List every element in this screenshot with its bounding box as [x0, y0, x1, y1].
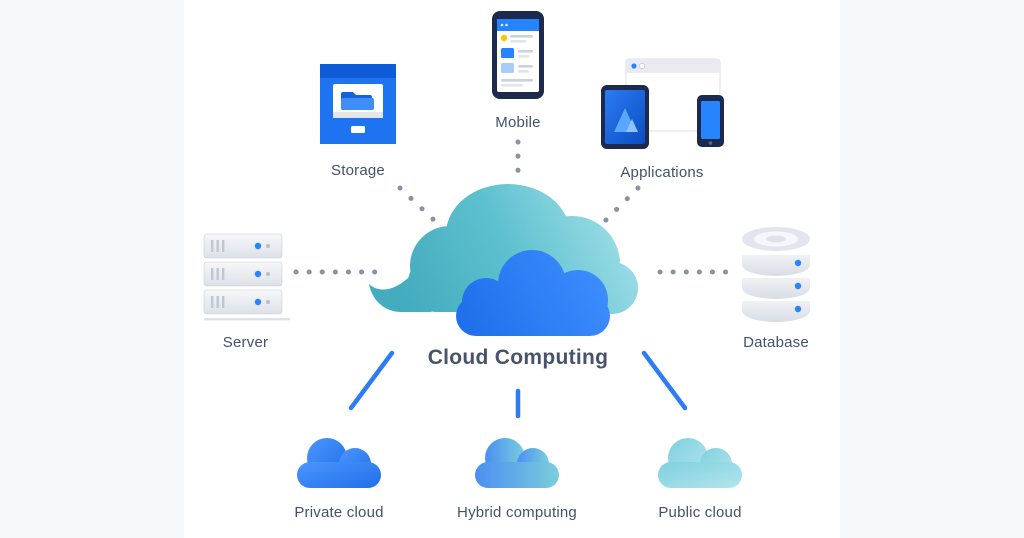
- server-label: Server: [222, 334, 269, 351]
- node-mobile: Mobile: [478, 10, 558, 131]
- public-cloud-icon: [658, 438, 742, 488]
- server-icon: [203, 233, 290, 321]
- storage-label: Storage: [331, 162, 385, 179]
- mobile-label: Mobile: [495, 114, 541, 131]
- node-applications: Applications: [600, 58, 724, 181]
- node-storage: Storage: [308, 60, 408, 179]
- database-label: Database: [743, 334, 809, 351]
- cloud-computing-front-cloud-icon: [456, 250, 610, 336]
- public-cloud-label: Public cloud: [658, 504, 742, 521]
- node-database: Database: [736, 226, 816, 351]
- applications-icon: [600, 58, 724, 149]
- hybrid-computing-label: Hybrid computing: [457, 504, 577, 521]
- database-icon: [742, 227, 810, 322]
- applications-label: Applications: [620, 164, 704, 181]
- storage-icon: [320, 64, 396, 144]
- node-private-cloud: Private cloud: [289, 430, 389, 521]
- mobile-icon: [492, 11, 544, 99]
- private-cloud-label: Private cloud: [294, 504, 384, 521]
- hybrid-computing-icon: [475, 438, 559, 488]
- node-server: Server: [198, 230, 293, 351]
- diagram-title: Cloud Computing: [427, 346, 609, 369]
- private-cloud-icon: [297, 438, 381, 488]
- node-public-cloud: Public cloud: [650, 430, 750, 521]
- node-hybrid-computing: Hybrid computing: [452, 430, 582, 521]
